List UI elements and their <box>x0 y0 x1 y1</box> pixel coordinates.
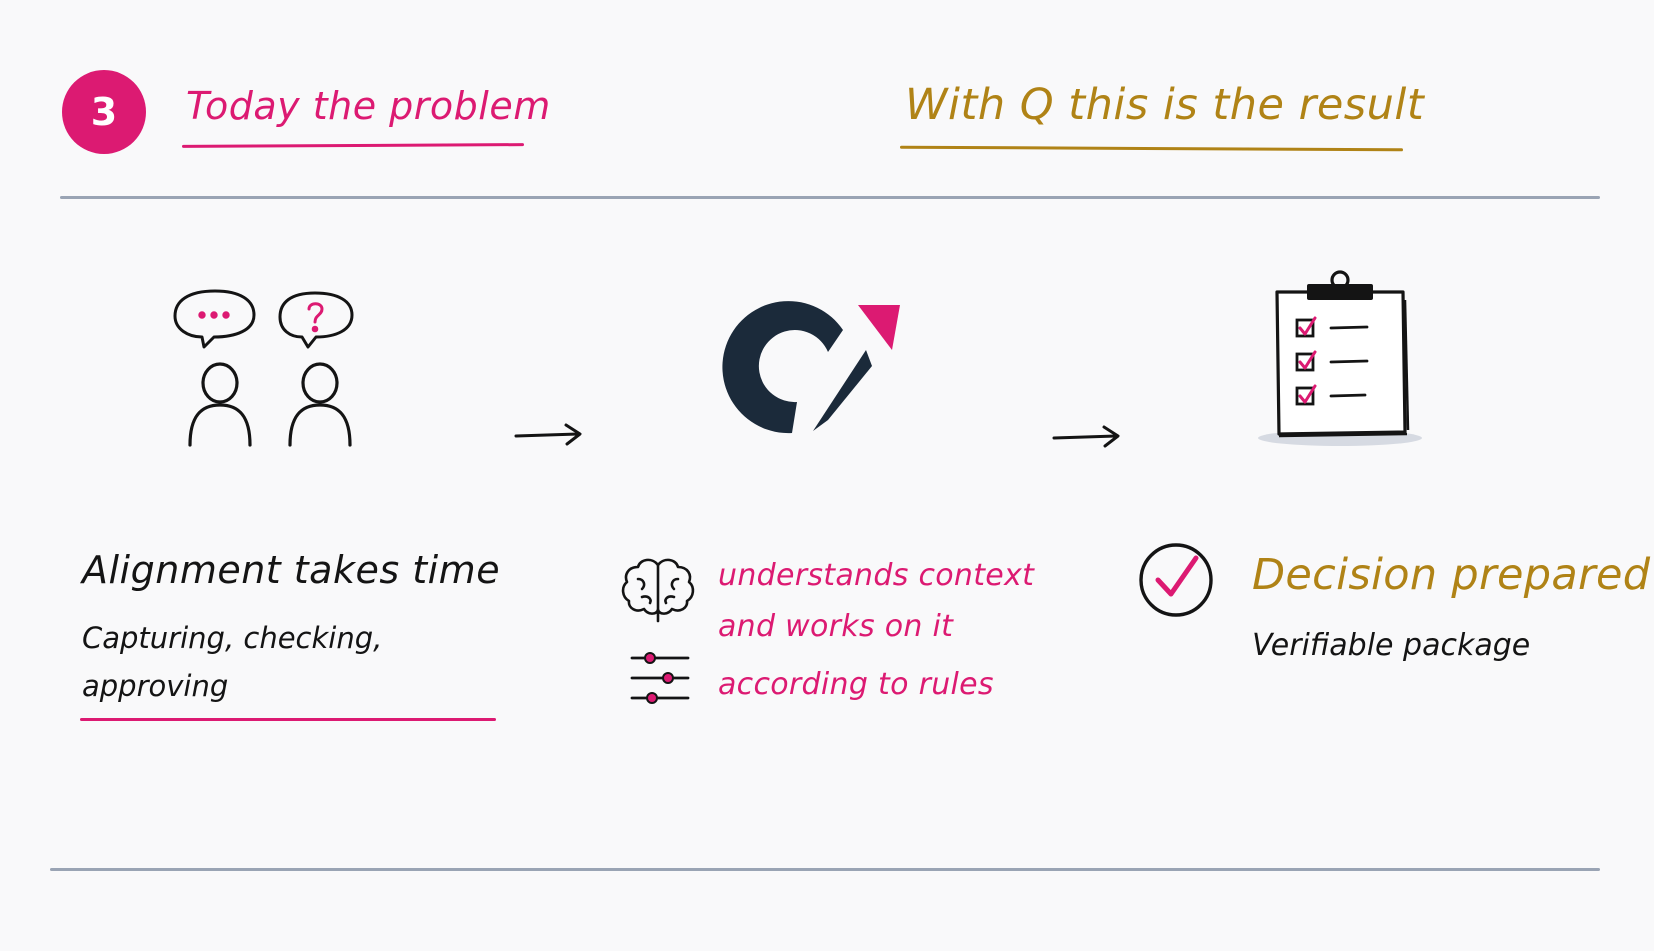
bottom-divider <box>50 868 1600 871</box>
step3-title: Decision prepared <box>1252 550 1651 600</box>
arrow-right-icon <box>514 423 582 446</box>
capability-line-3: according to rules <box>718 667 994 702</box>
result-heading: With Q this is the result <box>905 80 1425 130</box>
problem-heading: Today the problem <box>186 84 551 128</box>
arrow-right-icon <box>1052 425 1120 448</box>
problem-heading-underline <box>181 143 525 148</box>
person-icon <box>188 362 252 447</box>
result-heading-underline <box>899 145 1404 152</box>
top-divider <box>60 196 1600 199</box>
step1-description: Capturing, checking, approving <box>82 621 383 703</box>
person-icon <box>288 362 352 447</box>
step-number-badge: 3 <box>62 70 146 154</box>
step1-title: Alignment takes time <box>82 548 501 592</box>
people-discussing-icon <box>173 289 354 447</box>
clipboard-checklist-icon <box>1258 270 1422 446</box>
q-logo-icon <box>722 301 900 434</box>
step1-underline <box>80 718 496 721</box>
brain-icon <box>621 558 695 623</box>
sliders-icon <box>630 652 690 704</box>
capability-line-1: understands context <box>718 558 1035 593</box>
step3-description: Verifiable package <box>1252 628 1531 663</box>
speech-bubble-question-icon <box>278 291 354 349</box>
check-circle-icon <box>1139 543 1213 617</box>
capability-line-2: and works on it <box>718 609 954 644</box>
speech-bubble-ellipsis-icon <box>173 289 256 349</box>
